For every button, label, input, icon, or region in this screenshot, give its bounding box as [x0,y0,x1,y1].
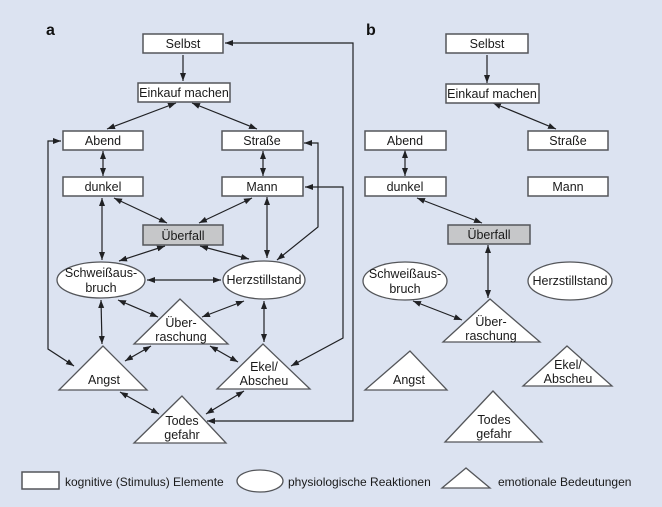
node-b-todesgefahr [443,390,544,443]
node-a-ueberraschung-line1: Über- [165,316,196,330]
panel-b-letter: b [366,22,376,39]
node-a-ueberraschung [132,298,230,345]
edge-b-schweissausbruch-ueberraschung [412,300,463,321]
node-a-ekel-abscheu [215,343,312,390]
legend-ellipse-icon [236,469,284,493]
node-b-angst [363,350,449,391]
node-b-dunkel-label: dunkel [387,180,424,194]
node-b-ueberfall-label: Überfall [467,228,510,242]
node-b-mann [527,176,609,197]
node-b-schweissausbruch-line2: bruch [389,282,420,296]
node-b-ekel-line1: Ekel/ [554,358,582,372]
node-b-todesgefahr-line2: gefahr [476,427,511,441]
node-b-ueberfall [447,224,531,245]
node-b-mann-label: Mann [552,180,583,194]
node-b-ekel-line2: Abscheu [544,372,593,386]
node-a-strasse [221,130,304,151]
panel-a-letter: a [46,22,55,39]
node-a-strasse-label: Straße [243,134,281,148]
edge-a-dunkel-ueberfall [113,197,168,224]
panel-b-edges [402,55,557,321]
node-a-angst [57,345,149,391]
node-b-angst-label: Angst [393,373,425,387]
edge-a-angst-todesgefahr [119,391,160,415]
node-b-ueberraschung-line2: raschung [465,329,516,343]
node-b-strasse [527,130,609,151]
edge-a-schweissausbruch-angst [98,299,105,345]
edge-a-mann-ekel-detour [290,184,344,367]
edge-a-abend-angst-detour [47,138,75,367]
node-a-selbst-label: Selbst [166,37,201,51]
edge-a-ueberfall-schweissausbruch [118,245,166,262]
node-b-dunkel [364,176,447,197]
node-b-ueberraschung [441,298,542,343]
node-b-schweissausbruch [362,261,448,301]
node-a-ekel-line1: Ekel/ [250,360,278,374]
node-a-schweissausbruch-line2: bruch [85,281,116,295]
node-b-herzstillstand [527,261,613,301]
node-a-mann [221,176,304,197]
edge-a-schweissausbruch-ueberraschung [117,299,159,318]
node-b-strasse-label: Straße [549,134,587,148]
node-a-selbst [142,33,224,54]
node-b-schweissausbruch-line1: Schweißaus- [369,267,441,281]
node-a-mann-label: Mann [246,180,277,194]
node-b-einkauf-machen [445,83,540,104]
node-b-selbst [445,33,529,54]
node-a-dunkel-label: dunkel [85,180,122,194]
node-a-einkauf-machen [137,82,231,103]
node-a-schweissausbruch [56,261,146,299]
edge-b-dunkel-ueberfall [416,197,483,224]
edge-b-einkauf-strasse [492,102,557,130]
legend-triangle-icon [440,467,492,489]
node-a-todesgefahr-line1: Todes [165,414,198,428]
node-a-herzstillstand-label: Herzstillstand [226,273,301,287]
node-a-abend [62,130,144,151]
node-b-ueberraschung-line1: Über- [475,315,506,329]
edge-a-einkauf-abend [106,102,177,130]
node-a-dunkel [62,176,144,197]
node-b-abend-label: Abend [387,134,423,148]
legend-rect-icon [21,471,60,490]
node-a-ueberfall-label: Überfall [161,229,204,243]
node-a-ueberfall [142,224,224,246]
node-a-abend-label: Abend [85,134,121,148]
panel-a-edges [47,40,354,424]
legend-rect-label: kognitive (Stimulus) Elemente [65,475,224,489]
node-b-herzstillstand-label: Herzstillstand [532,274,607,288]
node-b-todesgefahr-line1: Todes [477,413,510,427]
node-a-schweissausbruch-line1: Schweißaus- [65,266,137,280]
node-b-einkauf-machen-label: Einkauf machen [447,87,537,101]
node-a-angst-label: Angst [88,373,120,387]
node-a-einkauf-machen-label: Einkauf machen [139,86,229,100]
node-a-todesgefahr-line2: gefahr [164,428,199,442]
node-b-selbst-label: Selbst [470,37,505,51]
node-a-todesgefahr [132,395,228,444]
panel-a-nodes: Selbst Einkauf machen Abend Straße dunke… [56,33,312,444]
panel-b-nodes: Selbst Einkauf machen Abend Straße dunke… [362,33,614,443]
node-b-abend [364,130,447,151]
edge-a-ueberraschung-angst [124,345,152,362]
legend: kognitive (Stimulus) Elemente physiologi… [21,467,631,493]
legend-triangle-label: emotionale Bedeutungen [498,475,631,489]
node-a-herzstillstand [222,260,306,300]
legend-ellipse-label: physiologische Reaktionen [288,475,431,489]
node-b-ekel-abscheu [521,345,614,387]
node-a-ekel-line2: Abscheu [240,374,289,388]
edge-a-selbst-todesgefahr-detour [207,40,354,424]
node-a-ueberraschung-line2: raschung [155,330,206,344]
